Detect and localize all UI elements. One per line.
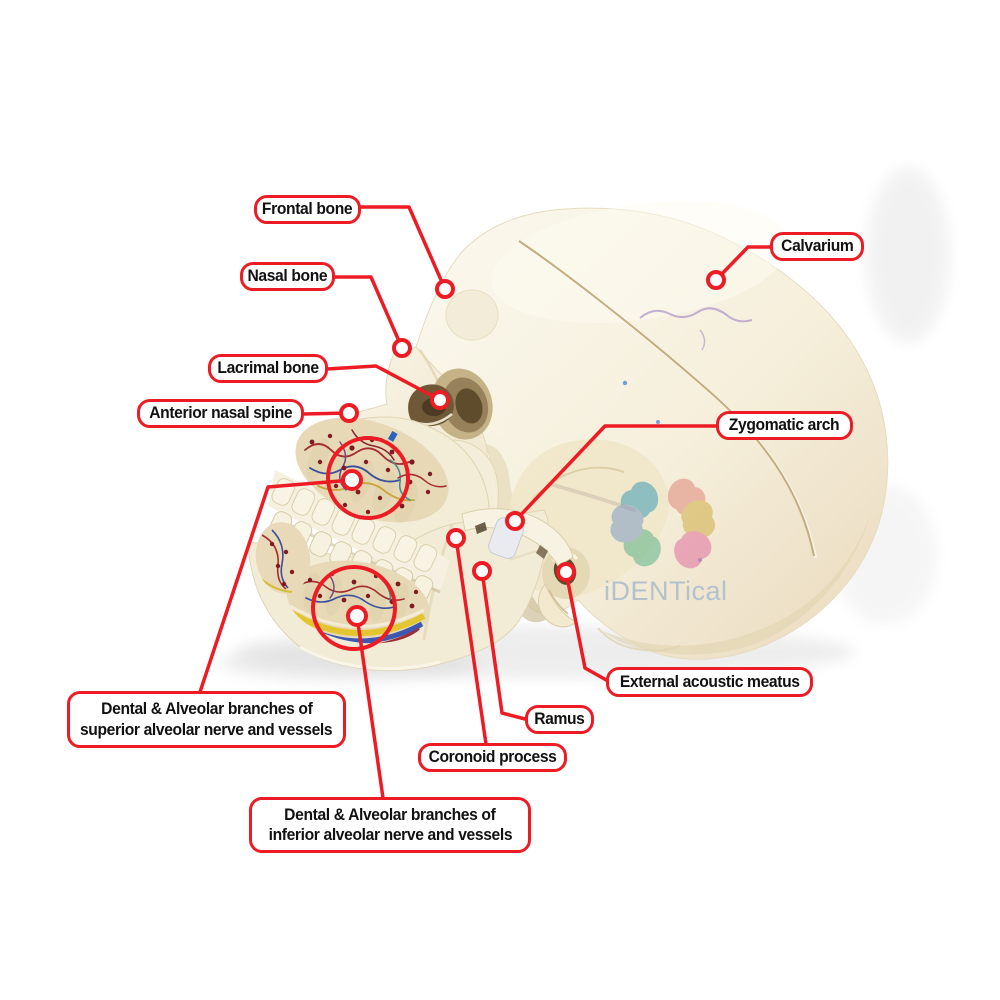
leader-ramus	[480, 569, 527, 721]
label-external-acoustic-meatus-text: External acoustic meatus	[619, 671, 800, 691]
highlight-circle-superior-dental	[326, 436, 410, 520]
label-calvarium-text: Calvarium	[780, 236, 854, 256]
marker-calvarium	[706, 270, 726, 290]
marker-coronoid-process	[446, 528, 466, 548]
label-coronoid-process-text: Coronoid process	[428, 747, 557, 767]
label-external-acoustic-meatus: External acoustic meatus	[606, 667, 813, 697]
marker-frontal-bone	[435, 279, 455, 299]
leader-external-acoustic-meatus	[564, 570, 610, 683]
marker-dental-inferior	[346, 605, 368, 627]
watermark-text: iDENTical	[604, 576, 728, 606]
watermark-logo	[610, 478, 715, 569]
leader-dental-superior	[198, 478, 354, 694]
label-anterior-nasal-spine-text: Anterior nasal spine	[148, 403, 293, 423]
leader-lacrimal-bone	[325, 364, 442, 402]
annotation-markers	[339, 270, 726, 627]
label-nasal-bone-text: Nasal bone	[247, 266, 328, 286]
suture-line	[639, 307, 753, 323]
label-dental-inferior-line2: inferior alveolar nerve and vessels	[268, 825, 512, 844]
label-ramus-text: Ramus	[534, 709, 585, 729]
marker-lacrimal-bone	[430, 390, 450, 410]
label-dental-inferior-line1: Dental & Alveolar branches of	[284, 804, 496, 824]
label-dental-superior-line1: Dental & Alveolar branches of	[100, 699, 313, 719]
label-lacrimal-bone-text: Lacrimal bone	[217, 358, 319, 378]
label-calvarium: Calvarium	[770, 232, 864, 261]
leader-zygomatic-arch	[513, 424, 718, 523]
label-nasal-bone: Nasal bone	[240, 262, 335, 291]
label-ramus: Ramus	[525, 705, 594, 734]
label-dental-superior: Dental & Alveolar branches of superior a…	[67, 691, 346, 748]
label-frontal-bone-text: Frontal bone	[262, 199, 353, 219]
label-frontal-bone: Frontal bone	[254, 195, 361, 224]
annotation-lines	[198, 205, 774, 800]
label-lacrimal-bone: Lacrimal bone	[208, 354, 328, 383]
marker-external-acoustic-meatus	[556, 562, 576, 582]
label-dental-superior-line2: superior alveolar nerve and vessels	[80, 719, 333, 739]
mastoid-process	[538, 583, 577, 628]
leader-nasal-bone	[332, 275, 404, 350]
marker-nasal-bone	[392, 338, 412, 358]
highlight-circle-inferior-dental	[311, 565, 397, 651]
leader-frontal-bone	[358, 205, 447, 291]
marker-dental-superior	[341, 469, 363, 491]
label-zygomatic-arch: Zygomatic arch	[716, 411, 853, 440]
leader-coronoid-process	[454, 536, 488, 746]
leader-dental-inferior	[355, 614, 385, 800]
highlight-circles	[311, 436, 410, 651]
label-anterior-nasal-spine: Anterior nasal spine	[137, 399, 304, 428]
leader-calvarium	[714, 245, 774, 282]
marker-anterior-nasal-spine	[339, 403, 359, 423]
label-dental-inferior: Dental & Alveolar branches of inferior a…	[249, 797, 531, 853]
orbit	[431, 368, 493, 440]
label-zygomatic-arch-text: Zygomatic arch	[729, 415, 840, 435]
marker-ramus	[472, 561, 492, 581]
label-coronoid-process: Coronoid process	[418, 743, 567, 772]
marker-zygomatic-arch	[505, 511, 525, 531]
